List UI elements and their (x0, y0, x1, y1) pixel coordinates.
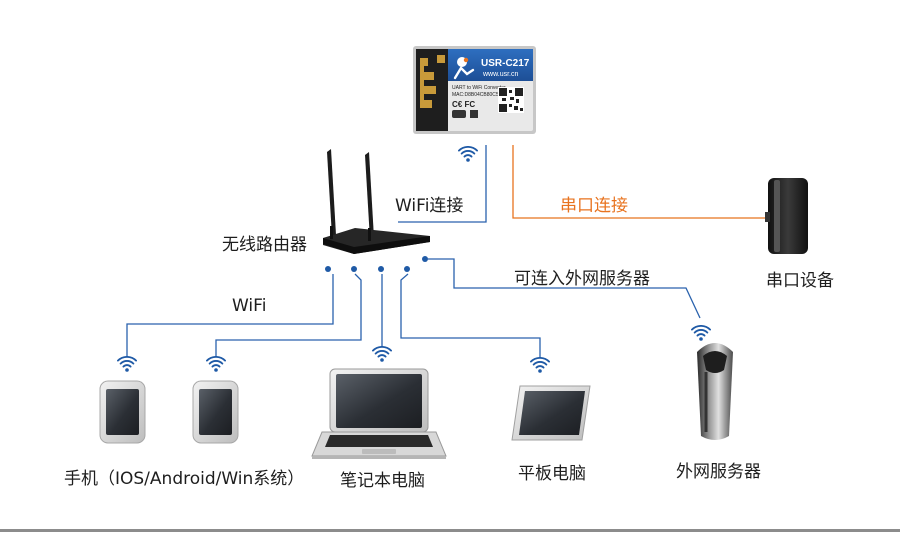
svg-text:C€ FC: C€ FC (452, 100, 475, 109)
port-dots (325, 256, 428, 272)
phone-label: 手机（IOS/Android/Win系统） (64, 469, 305, 489)
bottom-divider (0, 529, 900, 532)
module-url-text: www.usr.cn (482, 71, 519, 78)
tablet-wifi-icon (530, 357, 550, 373)
tablet-line (400, 273, 541, 357)
module-wifi-icon (458, 146, 478, 162)
laptop-wifi-icon (372, 346, 392, 362)
module-to-router-line (398, 145, 487, 223)
server-wifi-icon (691, 325, 711, 341)
serial-connect-label: 串口连接 (560, 196, 628, 216)
qr-code (498, 87, 524, 113)
wifi-connect-label: WiFi连接 (395, 196, 464, 216)
serial-device-icon (765, 178, 808, 254)
tablet-label: 平板电脑 (518, 464, 586, 484)
server-label: 外网服务器 (676, 462, 761, 482)
module-model-text: USR-C217 (481, 58, 530, 69)
connection-lines (126, 145, 768, 357)
phone-icon (99, 380, 146, 444)
external-connect-label: 可连入外网服务器 (514, 269, 650, 289)
serial-link-line (512, 145, 768, 219)
router-label: 无线路由器 (222, 235, 307, 255)
phone2-line (215, 273, 362, 356)
laptop-icon (311, 368, 447, 459)
serial-device-label: 串口设备 (766, 271, 834, 291)
tablet-icon (511, 385, 591, 441)
module-mac-text: MAC:D8B04CB80C5E (452, 92, 503, 98)
phone2-wifi-icon (206, 356, 226, 372)
server-icon (697, 343, 733, 440)
phone1-wifi-icon (117, 356, 137, 372)
phone-icon-2 (192, 380, 239, 444)
wifi-label: WiFi (232, 296, 267, 316)
laptop-label: 笔记本电脑 (340, 471, 425, 491)
wifi-module-icon: USR-C217 www.usr.cn UART to WiFi Convert… (413, 46, 536, 134)
server-line (428, 258, 701, 319)
module-desc-text: UART to WiFi Converter (452, 85, 506, 91)
router-icon (323, 149, 430, 254)
phone1-line (126, 274, 334, 356)
